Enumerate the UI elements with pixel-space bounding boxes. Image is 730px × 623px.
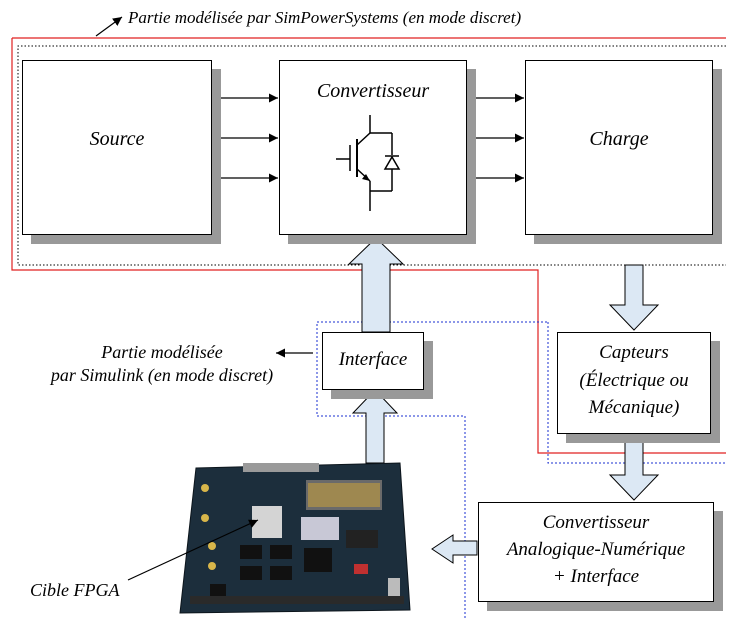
converter-block: Convertisseur — [279, 60, 467, 235]
interface-block: Interface — [322, 332, 424, 390]
adc-label-line3: + Interface — [552, 566, 640, 587]
simulink-label-line1: Partie modélisée — [101, 342, 223, 362]
sensors-block: Capteurs (Électrique ou Mécanique) — [557, 332, 711, 434]
converter-to-load-arrows — [466, 93, 524, 183]
interface-label: Interface — [338, 349, 408, 370]
converter-label: Convertisseur — [316, 80, 430, 102]
load-to-sensors-arrow — [608, 264, 660, 331]
fpga-label: Cible FPGA — [30, 580, 120, 600]
adc-label-line1: Convertisseur — [542, 512, 650, 533]
load-block: Charge — [525, 60, 713, 235]
igbt-symbol-icon — [336, 115, 401, 211]
adc-to-fpga-arrow — [431, 534, 478, 564]
simulink-label-line2: par Simulink (en mode discret) — [50, 365, 274, 385]
fpga-to-interface-arrow — [351, 389, 399, 464]
sensors-to-adc-arrow — [608, 432, 660, 501]
adc-label-line2: Analogique-Numérique — [506, 539, 686, 560]
title-pointer-arrow — [95, 16, 123, 37]
sensors-label-line2: (Électrique ou — [579, 370, 689, 391]
sensors-label-line1: Capteurs — [599, 342, 669, 363]
adc-block: Convertisseur Analogique-Numérique + Int… — [478, 502, 714, 602]
sensors-label-line3: Mécanique) — [588, 397, 680, 418]
fpga-board-image — [179, 462, 411, 614]
source-block: Source — [22, 60, 212, 235]
diagram-title: Partie modélisée par SimPowerSystems (en… — [128, 8, 522, 27]
interface-to-converter-arrow — [347, 237, 405, 333]
simulink-region-border — [316, 321, 726, 618]
source-to-converter-arrows — [211, 93, 278, 183]
simpowersystems-region-border — [11, 37, 726, 454]
source-label: Source — [89, 128, 145, 150]
load-label: Charge — [589, 128, 649, 150]
fpga-pointer-arrow — [127, 519, 259, 581]
